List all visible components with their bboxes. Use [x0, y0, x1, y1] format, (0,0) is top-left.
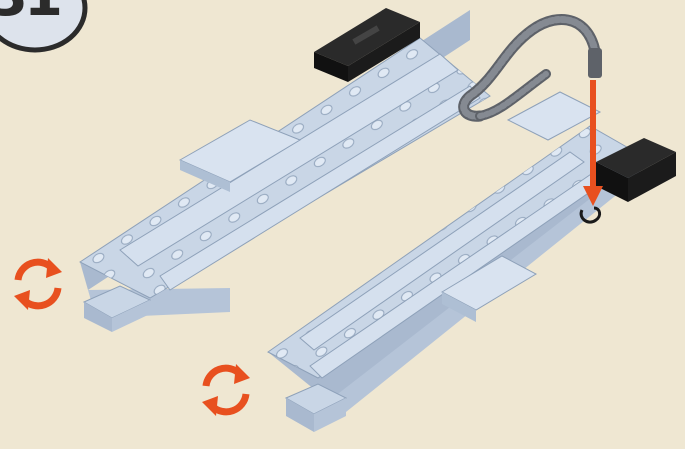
rotate-arrows-icon — [202, 364, 250, 416]
pneumatic-hose — [464, 19, 602, 116]
rotate-arrows-icon — [14, 258, 62, 310]
